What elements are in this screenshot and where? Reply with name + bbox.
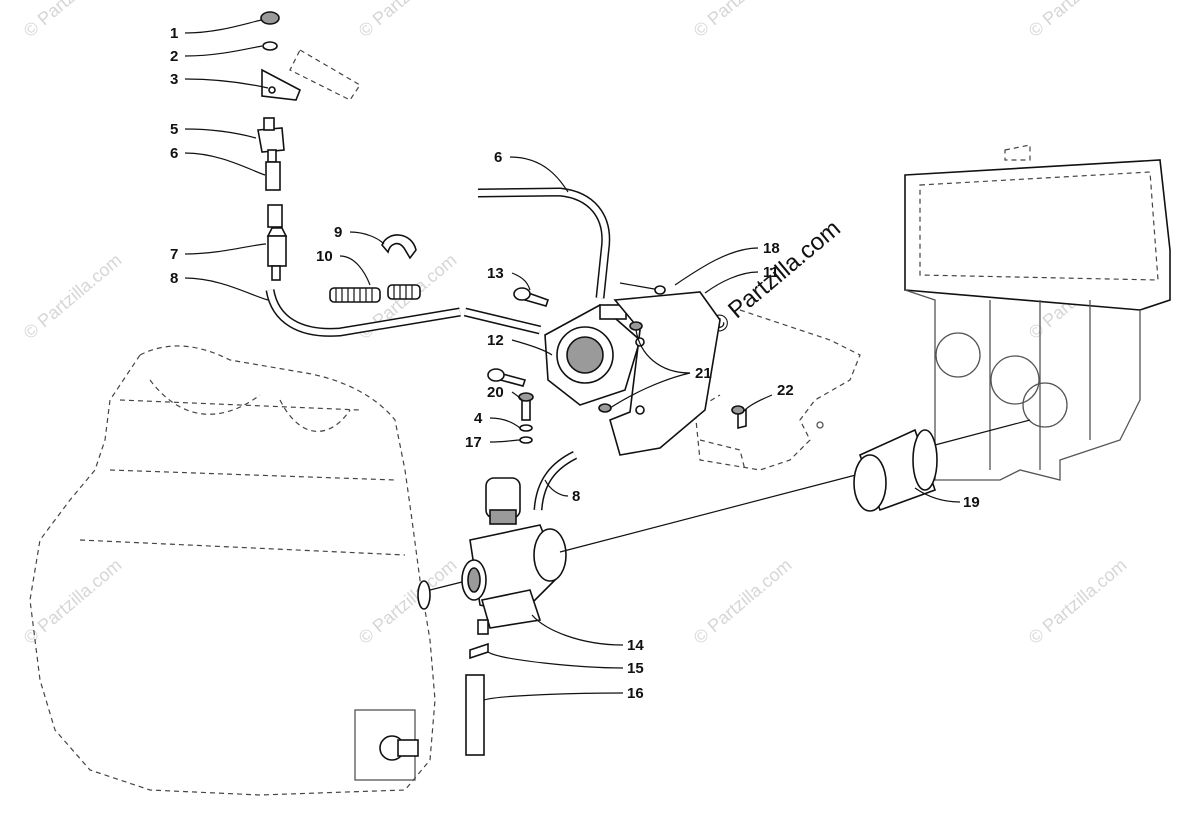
- callout-labels: 1 2 3 5 6 7 8 9 10 6 18 11 13 12 21 20 4…: [170, 25, 980, 702]
- watermark: © Partzilla.com: [355, 555, 461, 648]
- callout-6: 6: [494, 149, 502, 166]
- fuel-hose: [265, 289, 542, 337]
- callout-11: 11: [763, 264, 779, 281]
- carburetor: [461, 450, 578, 756]
- callout-6: 6: [170, 145, 178, 162]
- hose-clamp: [381, 234, 417, 260]
- callout-9: 9: [334, 224, 342, 241]
- watermark: © Partzilla.com: [690, 0, 796, 41]
- springs: [329, 284, 421, 303]
- airbox: [904, 144, 1171, 481]
- watermark: © Partzilla.com: [355, 0, 461, 41]
- callout-12: 12: [487, 332, 504, 349]
- callout-21: 21: [695, 365, 712, 382]
- watermark: © Partzilla.com: [20, 250, 126, 343]
- frame-outline: [289, 49, 861, 471]
- callout-22: 22: [777, 382, 794, 399]
- callout-4: 4: [474, 410, 483, 427]
- callout-18: 18: [763, 240, 780, 257]
- watermark: © Partzilla.com: [690, 555, 796, 648]
- air-intake-boot: [429, 419, 1031, 591]
- callout-7: 7: [170, 246, 178, 263]
- callout-10: 10: [316, 248, 333, 265]
- watermark: © Partzilla.com: [1025, 0, 1131, 41]
- leader-lines: [184, 19, 961, 701]
- callout-16: 16: [627, 685, 644, 702]
- callout-2: 2: [170, 48, 178, 65]
- callout-20: 20: [487, 384, 504, 401]
- fuel-pump: [487, 287, 641, 444]
- callout-15: 15: [627, 660, 644, 677]
- callout-8: 8: [170, 270, 178, 287]
- callout-19: 19: [963, 494, 980, 511]
- callout-14: 14: [627, 637, 644, 654]
- engine-block: [29, 345, 436, 796]
- callout-3: 3: [170, 71, 178, 88]
- watermark: © Partzilla.com: [1025, 555, 1131, 648]
- callout-1: 1: [170, 25, 178, 42]
- mounting-bracket: [598, 282, 747, 456]
- watermark: © Partzilla.com: [20, 0, 126, 41]
- callout-13: 13: [487, 265, 504, 282]
- vent-hose: [477, 187, 611, 299]
- fuel-valve-assembly: [257, 11, 302, 281]
- callout-17: 17: [465, 434, 482, 451]
- callout-8: 8: [572, 488, 580, 505]
- callout-5: 5: [170, 121, 178, 138]
